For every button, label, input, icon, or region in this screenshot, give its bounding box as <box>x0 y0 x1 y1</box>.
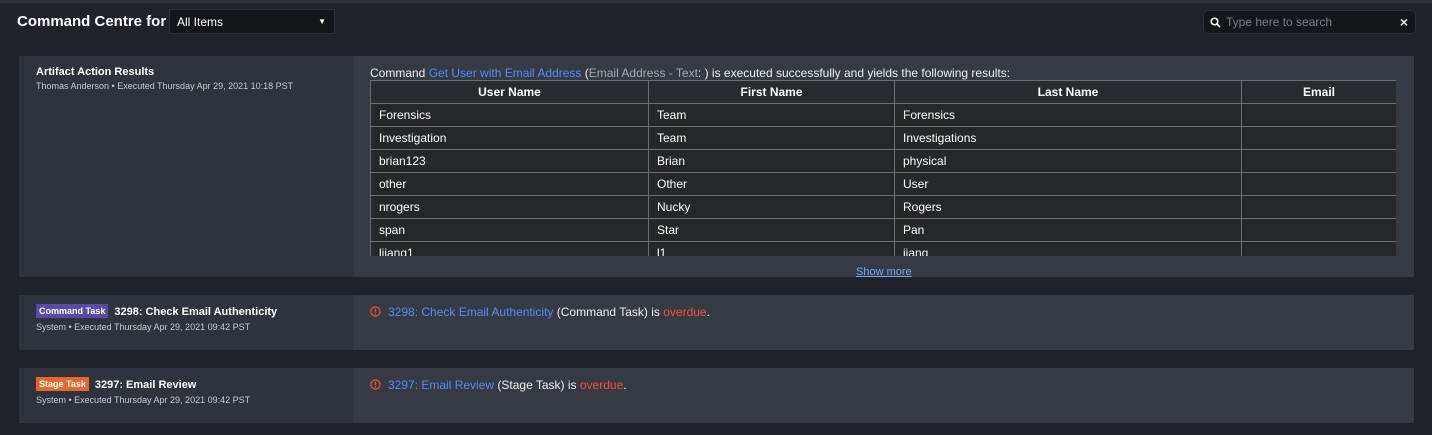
command-link[interactable]: Get User with Email Address <box>428 66 582 80</box>
table-cell: Forensics <box>370 103 649 127</box>
header: Command Centre for All Items ▼ × <box>0 3 1432 39</box>
msg-prefix: Command <box>370 66 429 80</box>
card-title-row: Stage Task 3297: Email Review <box>36 377 196 391</box>
table-cell: Team <box>648 126 895 150</box>
table-row: Investigation Team Investigations <box>370 126 1396 150</box>
card-meta: System • Executed Thursday Apr 29, 2021 … <box>36 395 251 405</box>
command-task-badge: Command Task <box>36 304 109 318</box>
table-header-row: User Name First Name Last Name Email <box>370 80 1396 104</box>
table-cell: ljiang1 <box>370 241 649 256</box>
table-row: other Other User <box>370 172 1396 196</box>
overdue-message: 3297: Email Review (Stage Task) is overd… <box>370 378 627 392</box>
caret-down-icon: ▼ <box>318 17 326 26</box>
warning-circle-icon <box>370 306 381 317</box>
table-cell <box>1241 218 1396 242</box>
table-cell: span <box>370 218 649 242</box>
search-icon <box>1210 17 1221 28</box>
task-type-text: (Stage Task) is <box>494 378 580 392</box>
warning-circle-icon <box>370 379 381 390</box>
overdue-status: overdue <box>663 305 707 319</box>
card-meta: Thomas Anderson • Executed Thursday Apr … <box>36 81 294 91</box>
card-content-panel: 3298: Check Email Authenticity (Command … <box>354 295 1414 350</box>
card-info-panel: Artifact Action Results Thomas Anderson … <box>19 56 354 277</box>
results-table: User Name First Name Last Name Email For… <box>370 80 1396 256</box>
table-cell: Pan <box>894 218 1242 242</box>
task-card-command: Command Task 3298: Check Email Authentici… <box>19 295 1414 350</box>
table-cell: jiang <box>894 241 1242 256</box>
task-link[interactable]: 3297: Email Review <box>388 378 495 392</box>
table-row: span Star Pan <box>370 218 1396 242</box>
search-input[interactable] <box>1226 13 1396 31</box>
column-header: First Name <box>648 80 895 104</box>
column-header: Last Name <box>894 80 1242 104</box>
table-cell: Star <box>648 218 895 242</box>
scope-select-value: All Items <box>177 15 224 29</box>
table-cell: Investigations <box>894 126 1242 150</box>
message-end: . <box>623 378 627 392</box>
msg-suffix: is executed successfully and yields the … <box>708 66 1011 80</box>
scope-select[interactable]: All Items ▼ <box>169 9 335 34</box>
table-cell: Brian <box>648 149 895 173</box>
table-row: Forensics Team Forensics <box>370 103 1396 127</box>
results-table-container[interactable]: User Name First Name Last Name Email For… <box>370 80 1396 256</box>
card-title: Artifact Action Results <box>36 66 155 78</box>
card-content-panel: Command Get User with Email Address (Ema… <box>354 56 1414 278</box>
stage-task-badge: Stage Task <box>36 377 89 391</box>
table-cell: brian123 <box>370 149 649 173</box>
task-title[interactable]: 3298: Check Email Authenticity <box>114 306 278 318</box>
close-icon[interactable]: × <box>1399 14 1408 30</box>
table-cell: User <box>894 172 1242 196</box>
table-cell: other <box>370 172 649 196</box>
table-cell: nrogers <box>370 195 649 219</box>
table-cell: Nucky <box>648 195 895 219</box>
top-border <box>0 0 1432 3</box>
message-end: . <box>706 305 710 319</box>
table-cell: Investigation <box>370 126 649 150</box>
task-link[interactable]: 3298: Check Email Authenticity <box>388 305 554 319</box>
task-type-text: (Command Task) is <box>553 305 664 319</box>
artifact-action-card: Artifact Action Results Thomas Anderson … <box>19 56 1414 278</box>
param-colon: : <box>697 66 702 80</box>
table-cell <box>1241 149 1396 173</box>
page-title: Command Centre for <box>17 13 167 30</box>
param-open: ( <box>581 66 589 80</box>
table-cell <box>1241 103 1396 127</box>
card-info-panel: Command Task 3298: Check Email Authentici… <box>19 295 354 350</box>
column-header: Email <box>1241 80 1396 104</box>
task-card-stage: Stage Task 3297: Email Review System • Ex… <box>19 368 1414 423</box>
card-content-panel: 3297: Email Review (Stage Task) is overd… <box>354 368 1414 423</box>
table-row: brian123 Brian physical <box>370 149 1396 173</box>
result-message: Command Get User with Email Address (Ema… <box>370 66 1010 80</box>
table-cell <box>1241 195 1396 219</box>
show-more-link[interactable]: Show more <box>856 266 912 278</box>
table-cell <box>1241 241 1396 256</box>
table-cell: physical <box>894 149 1242 173</box>
column-header: User Name <box>370 80 649 104</box>
card-title-row: Command Task 3298: Check Email Authentici… <box>36 304 277 318</box>
overdue-message: 3298: Check Email Authenticity (Command … <box>370 305 710 319</box>
table-cell: Forensics <box>894 103 1242 127</box>
param-close: ) <box>701 66 709 80</box>
search-box: × <box>1203 10 1416 34</box>
task-title[interactable]: 3297: Email Review <box>94 379 197 391</box>
table-cell: Team <box>648 103 895 127</box>
table-cell: l1 <box>648 241 895 256</box>
overdue-status: overdue <box>579 378 624 392</box>
table-cell: Rogers <box>894 195 1242 219</box>
card-meta: System • Executed Thursday Apr 29, 2021 … <box>36 322 251 332</box>
table-row: nrogers Nucky Rogers <box>370 195 1396 219</box>
table-cell: Other <box>648 172 895 196</box>
card-info-panel: Stage Task 3297: Email Review System • Ex… <box>19 368 354 423</box>
table-cell <box>1241 172 1396 196</box>
table-cell <box>1241 126 1396 150</box>
param-text: Email Address - Text <box>588 66 698 80</box>
table-row: ljiang1 l1 jiang <box>370 241 1396 256</box>
